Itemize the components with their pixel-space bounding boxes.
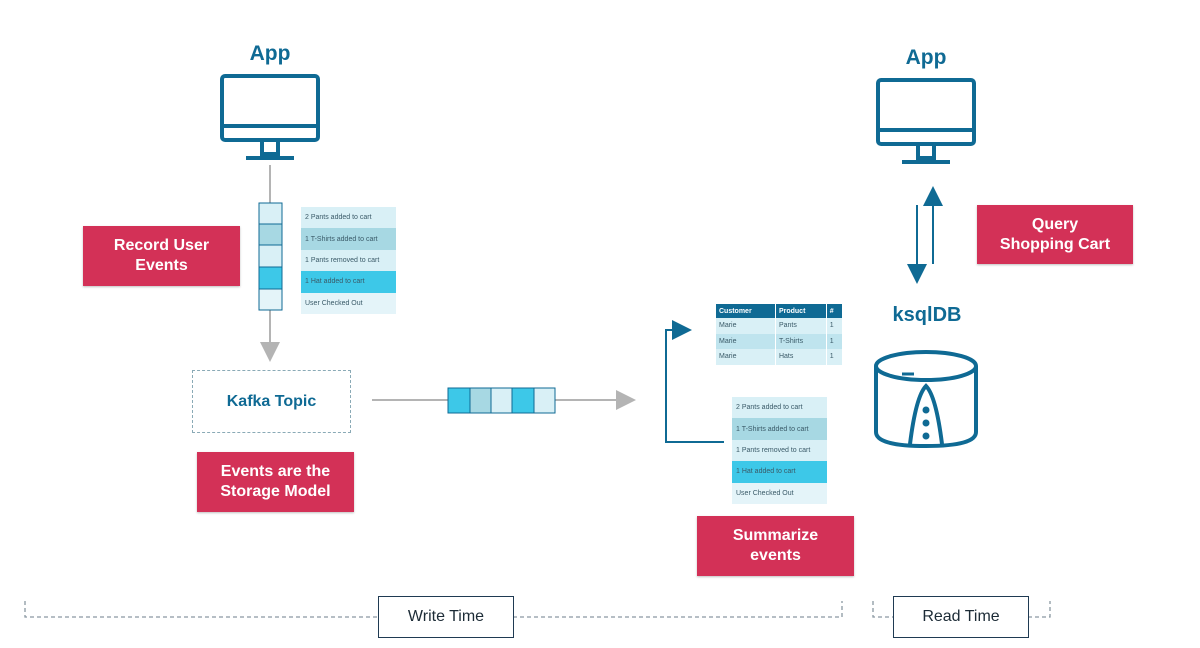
table-cell: Hats xyxy=(774,349,827,365)
timeline-read-bracket xyxy=(872,601,1051,618)
summarize-events-label: Summarize events xyxy=(697,516,854,576)
write-app-title: App xyxy=(249,42,291,65)
list-item: 1 Pants removed to cart xyxy=(301,249,396,272)
timeline-write-bracket xyxy=(24,601,843,618)
write-event-list: 2 Pants added to cart 1 T-Shirts added t… xyxy=(301,207,396,314)
read-time-label: Read Time xyxy=(893,596,1029,638)
storage-model-label: Events are the Storage Model xyxy=(197,452,354,512)
list-item: 1 T-Shirts added to cart xyxy=(301,228,396,250)
monitor-icon xyxy=(876,78,976,164)
stream-event-queue xyxy=(447,387,556,414)
monitor-icon xyxy=(220,74,320,160)
table-cell: Marie xyxy=(716,349,776,365)
write-event-queue xyxy=(258,202,283,311)
table-cell: Marie xyxy=(716,333,776,349)
table-row: Marie Hats 1 xyxy=(716,349,842,365)
write-time-label: Write Time xyxy=(378,596,514,638)
list-item: User Checked Out xyxy=(732,482,827,504)
list-item: 1 Pants removed to cart xyxy=(732,439,827,462)
table-header-product: Product xyxy=(774,304,827,318)
table-header-count: # xyxy=(825,304,842,318)
query-shopping-cart-label: Query Shopping Cart xyxy=(977,205,1133,264)
table-cell: 1 xyxy=(825,349,842,365)
table-header-customer: Customer xyxy=(716,304,776,318)
kafka-topic-box: Kafka Topic xyxy=(192,370,351,433)
list-item: User Checked Out xyxy=(301,292,396,314)
summary-table: Customer Product # Marie Pants 1 Marie T… xyxy=(716,304,842,365)
ksqldb-title: ksqlDB xyxy=(892,304,962,326)
record-user-events-label: Record User Events xyxy=(83,226,240,286)
list-item: 1 Hat added to cart xyxy=(301,271,396,293)
read-app-title: App xyxy=(905,46,947,69)
table-cell: 1 xyxy=(825,333,842,349)
table-row: Marie T-Shirts 1 xyxy=(716,333,842,349)
table-cell: 1 xyxy=(825,318,842,334)
summarize-bracket-arrow xyxy=(665,320,724,443)
summary-event-list: 2 Pants added to cart 1 T-Shirts added t… xyxy=(732,397,827,504)
list-item: 2 Pants added to cart xyxy=(732,397,827,419)
list-item: 1 T-Shirts added to cart xyxy=(732,418,827,440)
ksqldb-database-icon xyxy=(874,350,978,449)
table-cell: Pants xyxy=(774,318,827,334)
list-item: 1 Hat added to cart xyxy=(732,461,827,483)
table-cell: T-Shirts xyxy=(774,333,827,349)
list-item: 2 Pants added to cart xyxy=(301,207,396,229)
table-cell: Marie xyxy=(716,318,776,334)
table-row: Marie Pants 1 xyxy=(716,318,842,334)
